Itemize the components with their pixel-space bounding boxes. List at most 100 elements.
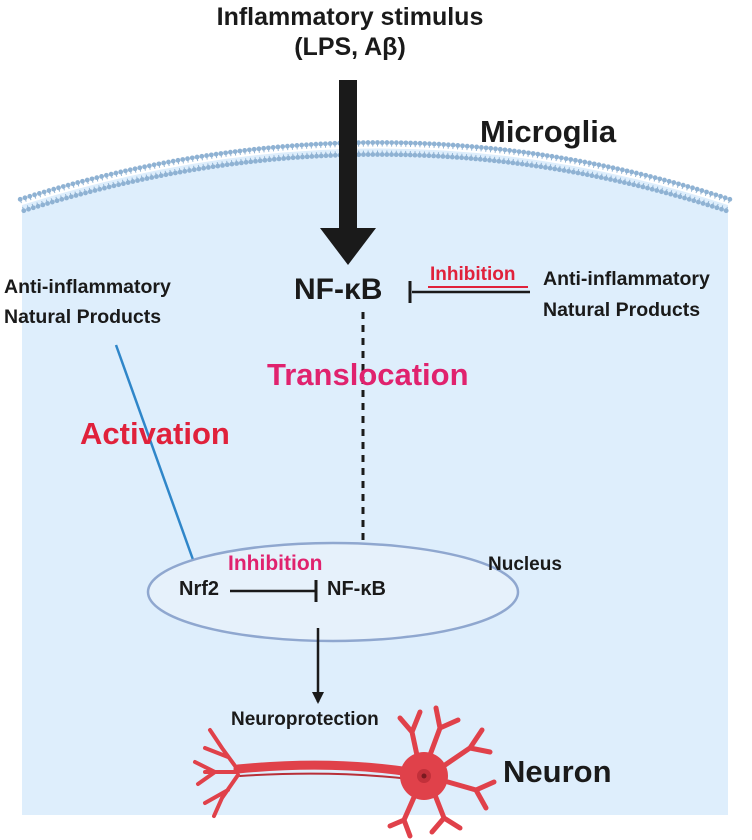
lipid-head (257, 158, 263, 164)
lipid-head (75, 180, 81, 185)
lipid-head (80, 178, 85, 184)
lipid-head (638, 171, 644, 177)
lipid-head (612, 178, 618, 183)
left-products-line2: Natural Products (4, 306, 162, 328)
lipid-head (482, 157, 488, 163)
lipid-head (94, 175, 100, 181)
lipid-head (194, 154, 200, 160)
lipid-head (521, 149, 527, 155)
lipid-head (361, 152, 366, 157)
lipid-head (640, 184, 646, 190)
lipid-head (587, 160, 592, 166)
lipid-head (103, 172, 109, 178)
lipid-head (304, 142, 309, 148)
lipid-head (507, 148, 513, 153)
lipid-head (290, 155, 296, 161)
lipid-head (158, 173, 164, 179)
stimulus-line2: (LPS, Aβ) (294, 33, 406, 61)
lipid-head (267, 157, 272, 163)
lipid-head (690, 185, 695, 191)
lipid-head (234, 161, 240, 166)
lipid-head (65, 182, 71, 188)
lipid-head (540, 152, 545, 158)
lipid-head (454, 154, 460, 160)
stimulus-arrow (320, 80, 376, 265)
lipid-head (84, 177, 90, 183)
translocation-label: Translocation (267, 357, 469, 392)
lipid-head (201, 165, 207, 171)
lipid-head (515, 161, 520, 166)
lipid-head (27, 193, 33, 199)
lipid-head (135, 178, 140, 183)
lipid-head (17, 196, 23, 202)
lipid-head (156, 161, 162, 167)
lipid-head (445, 154, 451, 160)
lipid-head (563, 156, 569, 162)
nucleus (146, 541, 520, 643)
lipid-head (610, 165, 616, 171)
lipid-head (431, 141, 437, 147)
lipid-head (102, 185, 107, 191)
lipid-head (208, 152, 214, 158)
lipid-head (450, 142, 456, 148)
lipid-head (652, 175, 658, 181)
lipid-head (191, 167, 197, 173)
inhibition-nucleus-bar (230, 580, 318, 602)
lipid-head (313, 141, 319, 147)
lipid-head (584, 172, 590, 178)
lipid-head (478, 144, 484, 150)
lipid-head (56, 185, 61, 191)
lipid-head (220, 162, 225, 168)
lipid-head (151, 162, 157, 168)
lipid-head (493, 146, 498, 152)
lipid-head (635, 183, 641, 189)
lipid-head (535, 151, 541, 157)
lipid-head (327, 141, 333, 146)
lipid-head (30, 205, 36, 211)
left-products-line1: Anti-inflammatory (4, 276, 171, 298)
lipid-head (379, 140, 385, 145)
lipid-head (501, 159, 506, 165)
lipid-head (370, 140, 376, 145)
lipid-head (608, 177, 613, 182)
lipid-head (473, 156, 479, 162)
lipid-head (70, 181, 76, 187)
lipid-head (92, 188, 98, 193)
lipid-head (49, 199, 55, 205)
right-products-line1: Anti-inflammatory (543, 268, 710, 290)
lipid-head (582, 159, 588, 165)
lipid-head (35, 203, 41, 209)
lipid-head (533, 163, 539, 169)
lipid-head (445, 142, 451, 148)
lipid-head (685, 184, 691, 189)
lipid-head (125, 180, 131, 185)
lipid-head (561, 168, 567, 173)
stimulus-line1: Inflammatory stimulus (216, 3, 484, 31)
lipid-head (323, 153, 329, 159)
lipid-head (671, 180, 677, 185)
lipid-head (543, 165, 548, 170)
lipid-head (73, 193, 79, 198)
lipid-head (229, 161, 235, 167)
lipid-head (204, 153, 209, 158)
lipid-head (46, 188, 52, 193)
lipid-head (556, 167, 562, 173)
lipid-head (672, 193, 678, 198)
lipid-head (328, 153, 334, 158)
neuron-nucleolus (421, 773, 427, 779)
lipid-head (232, 149, 238, 154)
lipid-head (185, 156, 190, 162)
lipid-head (97, 186, 103, 192)
lipid-head (227, 149, 233, 155)
lipid-head (568, 157, 574, 162)
lipid-head (266, 145, 271, 151)
lipid-head (172, 170, 178, 176)
lipid-head (615, 166, 621, 172)
lipid-head (554, 154, 560, 160)
lipid-head (421, 153, 427, 158)
lipid-head (496, 158, 502, 164)
lipid-head (270, 144, 276, 150)
lipid-head (123, 168, 128, 174)
lipid-head (280, 144, 286, 149)
lipid-head (700, 201, 706, 206)
